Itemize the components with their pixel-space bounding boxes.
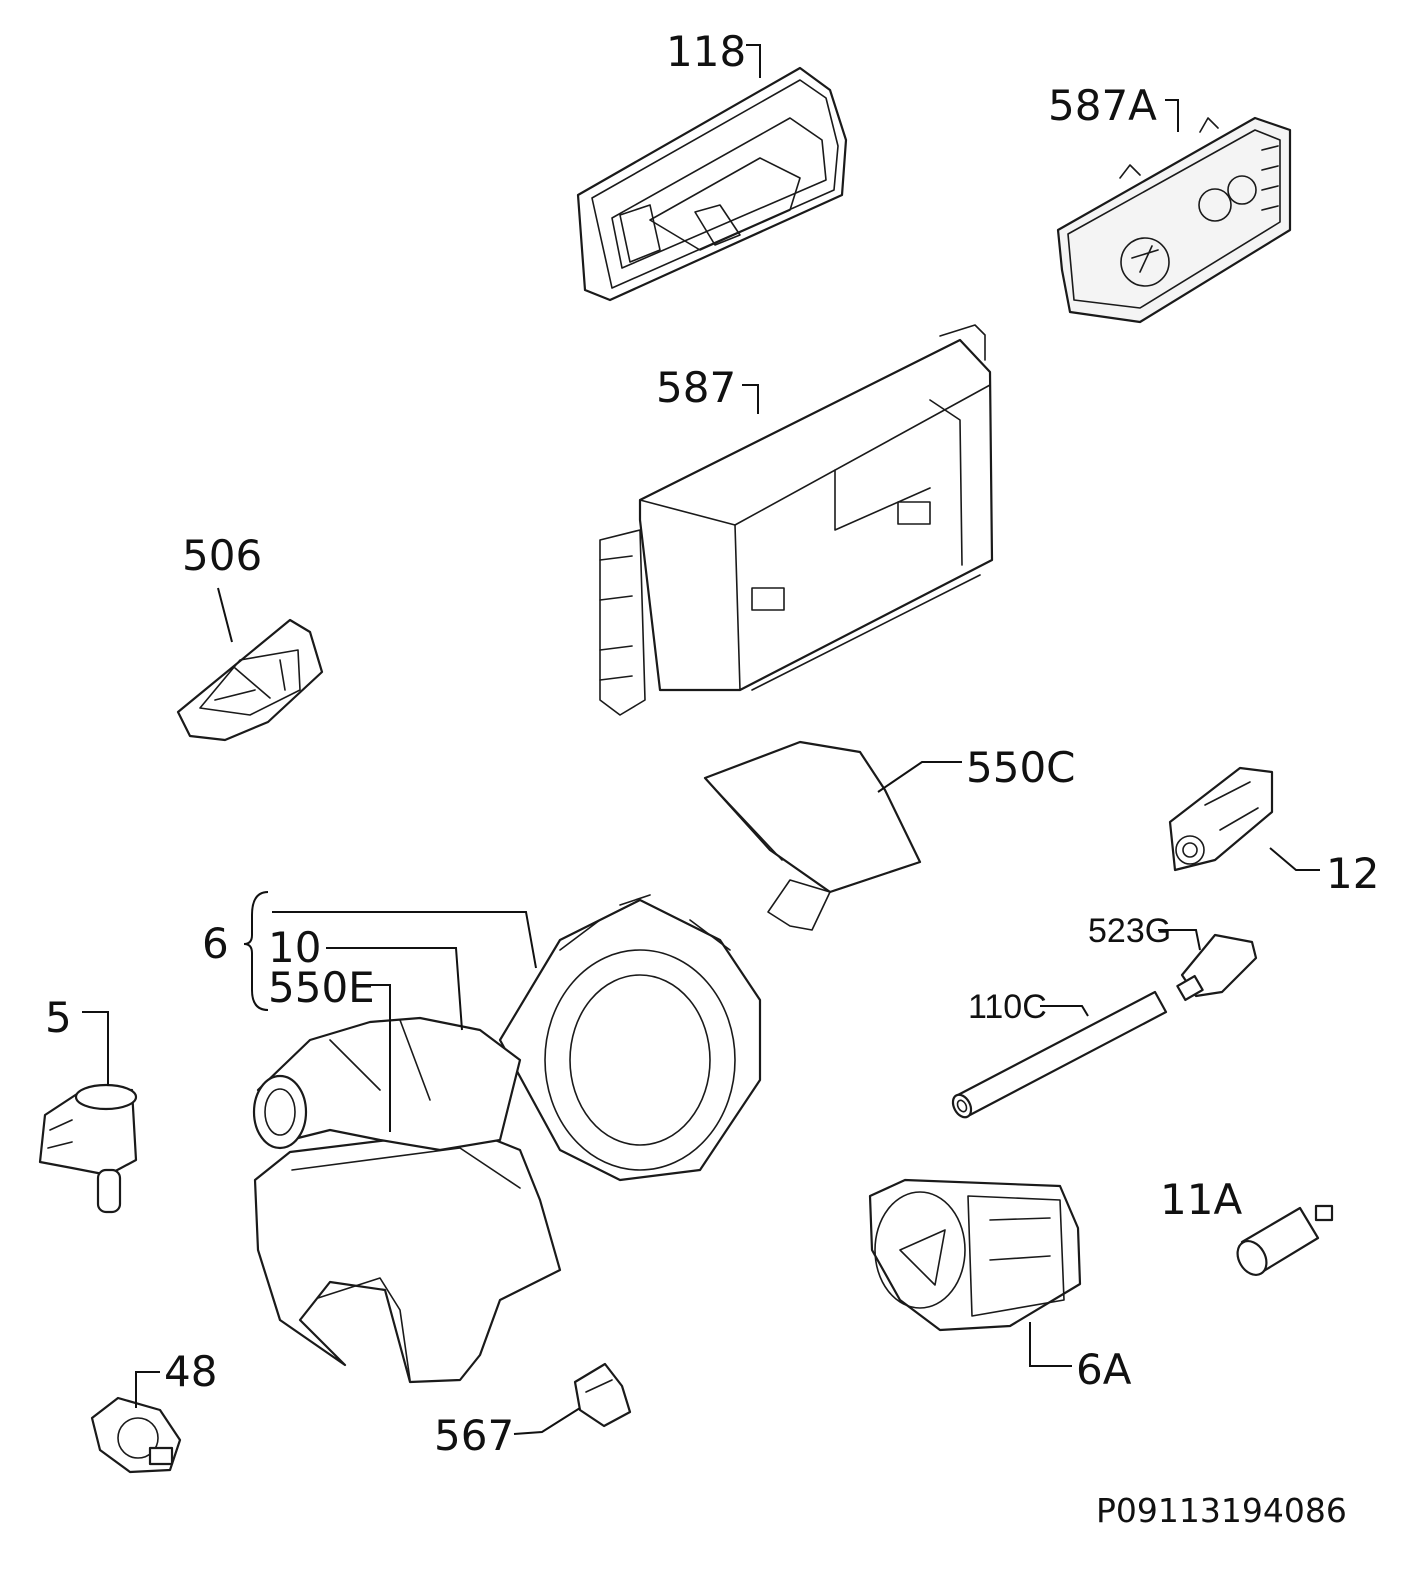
part-567-connector bbox=[573, 1362, 632, 1428]
callout-10: 10 bbox=[268, 923, 321, 972]
callout-550C: 550C bbox=[966, 743, 1076, 792]
part-12-pressure-switch bbox=[1168, 766, 1274, 872]
part-5-inlet-valve bbox=[38, 1083, 138, 1214]
callout-118: 118 bbox=[666, 27, 746, 76]
leader-587 bbox=[742, 384, 759, 414]
part-48-sensor bbox=[90, 1396, 182, 1474]
leader-567 bbox=[513, 1407, 581, 1435]
callout-48: 48 bbox=[164, 1347, 217, 1396]
callout-567: 567 bbox=[434, 1411, 514, 1460]
callout-5: 5 bbox=[45, 993, 72, 1042]
callout-587A: 587A bbox=[1048, 81, 1157, 130]
leader-10 bbox=[326, 947, 463, 1031]
callout-550E: 550E bbox=[268, 963, 375, 1012]
part-118-cover bbox=[576, 66, 848, 302]
leader-110C bbox=[1040, 1005, 1089, 1017]
leader-523G bbox=[1158, 929, 1201, 951]
brace-6 bbox=[243, 891, 269, 1011]
part-550C-deflector bbox=[703, 740, 922, 931]
leader-5 bbox=[82, 1011, 109, 1086]
leader-587A bbox=[1165, 99, 1179, 132]
callout-110C: 110C bbox=[968, 988, 1047, 1026]
callout-523G: 523G bbox=[1088, 912, 1171, 950]
leader-6 bbox=[272, 911, 537, 969]
part-506-sensor bbox=[176, 618, 324, 742]
callout-12: 12 bbox=[1326, 849, 1379, 898]
callout-506: 506 bbox=[182, 531, 262, 580]
callout-587: 587 bbox=[656, 363, 736, 412]
leader-506 bbox=[217, 587, 233, 643]
part-523G-connector bbox=[1176, 933, 1258, 1002]
part-587-electronic-module bbox=[599, 324, 994, 716]
part-110C-hose bbox=[951, 990, 1168, 1119]
document-number: P09113194086 bbox=[1096, 1491, 1347, 1530]
leader-550C bbox=[877, 761, 962, 793]
part-587A-control-board bbox=[1056, 116, 1292, 324]
callout-6: 6 bbox=[202, 919, 229, 968]
leader-6A bbox=[1029, 1322, 1072, 1367]
callout-6A: 6A bbox=[1076, 1345, 1132, 1394]
part-11A-capacitor bbox=[1236, 1204, 1334, 1276]
leader-118 bbox=[746, 44, 761, 78]
leader-12 bbox=[1269, 847, 1320, 871]
callout-11A: 11A bbox=[1160, 1175, 1242, 1224]
part-6A-drain-pump bbox=[868, 1178, 1082, 1332]
part-6-heat-pump-assembly bbox=[252, 894, 762, 1384]
leader-550E bbox=[370, 984, 391, 1132]
leader-48 bbox=[135, 1371, 160, 1408]
